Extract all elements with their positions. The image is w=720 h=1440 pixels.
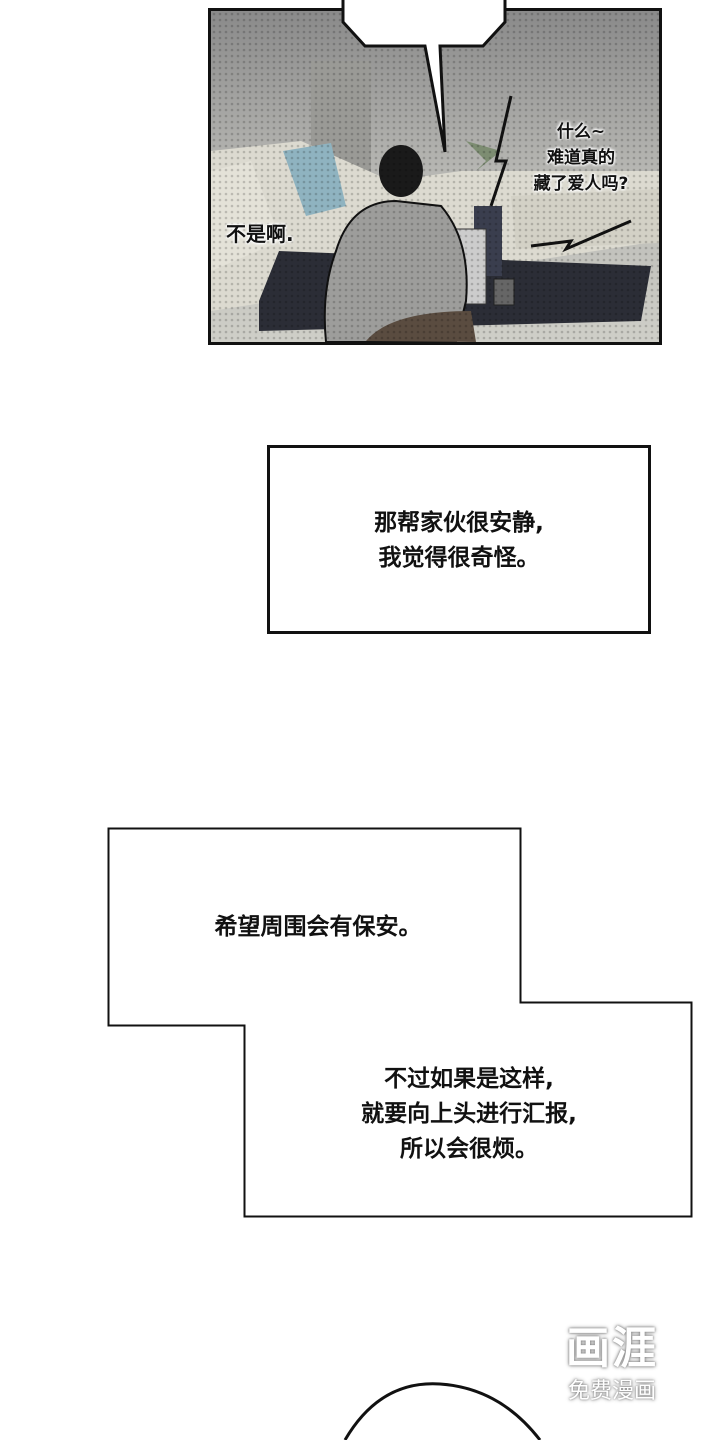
sfx-whisper: 什么~ 难道真的 藏了爱人吗?: [501, 119, 659, 197]
narration-line: 不过如果是这样,: [384, 1066, 554, 1092]
comic-panel-living-room: 不是啊. 什么~ 难道真的 藏了爱人吗?: [208, 8, 662, 345]
sfx-line: 藏了爱人吗?: [533, 174, 629, 194]
sfx-line: 什么~: [556, 122, 606, 142]
watermark-subtitle: 免费漫画: [567, 1379, 656, 1404]
narration-upper: 希望周围会有保安。: [214, 914, 422, 940]
narration-text: 那帮家伙很安静, 我觉得很奇怪。: [270, 506, 648, 576]
narration-line: 就要向上头进行汇报,: [361, 1101, 577, 1127]
narration-line: 所以会很烦。: [400, 1136, 538, 1162]
narration-lower: 不过如果是这样, 就要向上头进行汇报, 所以会很烦。: [244, 1062, 694, 1167]
sfx-not-really: 不是啊.: [226, 222, 294, 246]
panel-artwork: [211, 11, 659, 342]
bottom-bubble-edge: [343, 1382, 542, 1440]
narration-line: 那帮家伙很安静,: [374, 510, 544, 536]
narration-line: 我觉得很奇怪。: [378, 545, 540, 571]
sfx-line: 难道真的: [547, 148, 615, 168]
watermark: 画涯 免费漫画: [566, 1325, 658, 1405]
narration-box: 那帮家伙很安静, 我觉得很奇怪。: [267, 445, 651, 634]
speech-bubble-top: [341, 0, 507, 153]
watermark-logo: 画涯: [566, 1323, 658, 1374]
